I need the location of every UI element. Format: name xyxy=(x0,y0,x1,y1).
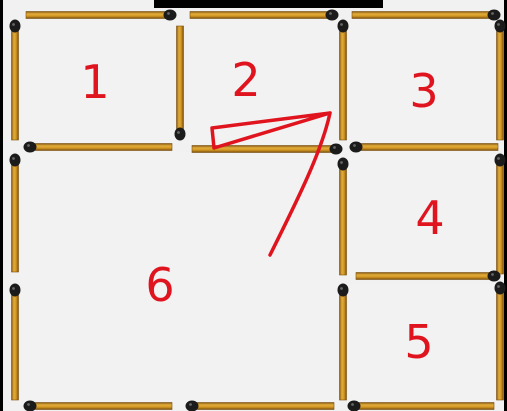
match-head xyxy=(175,128,186,141)
match-head xyxy=(24,401,37,411)
cell-6-label: 6 xyxy=(145,262,174,308)
match-head-shine xyxy=(27,403,30,406)
match-head-shine xyxy=(329,12,332,15)
match-body xyxy=(352,12,494,19)
match-head xyxy=(10,154,21,167)
match-head-shine xyxy=(12,287,15,290)
match-body xyxy=(497,160,504,274)
match-head xyxy=(330,144,343,155)
match-head xyxy=(495,154,506,167)
match-head-shine xyxy=(27,144,30,147)
match-head-shine xyxy=(497,157,500,160)
match-head-shine xyxy=(497,285,500,288)
match-head-shine xyxy=(333,146,336,149)
match-body xyxy=(340,290,347,400)
match-body xyxy=(26,12,170,19)
match-body xyxy=(12,26,19,140)
match-body xyxy=(340,164,347,275)
match-head xyxy=(186,401,199,411)
match-head-shine xyxy=(189,403,192,406)
match-body xyxy=(497,288,504,400)
match-head-shine xyxy=(340,23,343,26)
match-body xyxy=(12,290,19,400)
match-head-shine xyxy=(177,131,180,134)
match-head-shine xyxy=(12,157,15,160)
cell-3-label: 3 xyxy=(409,68,438,114)
match-head-shine xyxy=(497,23,500,26)
match-body xyxy=(12,160,19,272)
match-head xyxy=(10,284,21,297)
match-head-shine xyxy=(167,12,170,15)
match-body xyxy=(354,403,494,410)
match-body xyxy=(190,12,332,19)
match-body xyxy=(177,26,184,134)
match-head xyxy=(338,158,349,171)
match-head xyxy=(488,271,501,282)
match-body xyxy=(340,26,347,140)
cell-5-label: 5 xyxy=(404,319,433,365)
cell-2-label: 2 xyxy=(231,57,260,103)
match-head-shine xyxy=(491,273,494,276)
match-head xyxy=(338,284,349,297)
match-head-shine xyxy=(353,144,356,147)
match-head xyxy=(338,20,349,33)
match-head-shine xyxy=(340,287,343,290)
match-head xyxy=(495,282,506,295)
match-head-shine xyxy=(340,161,343,164)
match-head xyxy=(24,142,37,153)
match-head xyxy=(350,142,363,153)
match-body xyxy=(356,273,494,280)
match-head-shine xyxy=(12,23,15,26)
match-body xyxy=(192,403,334,410)
match-head xyxy=(488,10,501,21)
match-body xyxy=(497,26,504,140)
match-head xyxy=(326,10,339,21)
cell-4-label: 4 xyxy=(415,195,444,241)
match-body xyxy=(30,403,172,410)
match-body xyxy=(30,144,172,151)
top-frame-bar xyxy=(154,0,383,8)
cell-1-label: 1 xyxy=(80,59,109,105)
match-head-shine xyxy=(491,12,494,15)
match-head xyxy=(348,401,361,411)
match-head-shine xyxy=(351,403,354,406)
match-head xyxy=(10,20,21,33)
match-head xyxy=(495,20,506,33)
left-frame-edge xyxy=(0,0,3,411)
match-body xyxy=(356,144,498,151)
match-head xyxy=(164,10,177,21)
